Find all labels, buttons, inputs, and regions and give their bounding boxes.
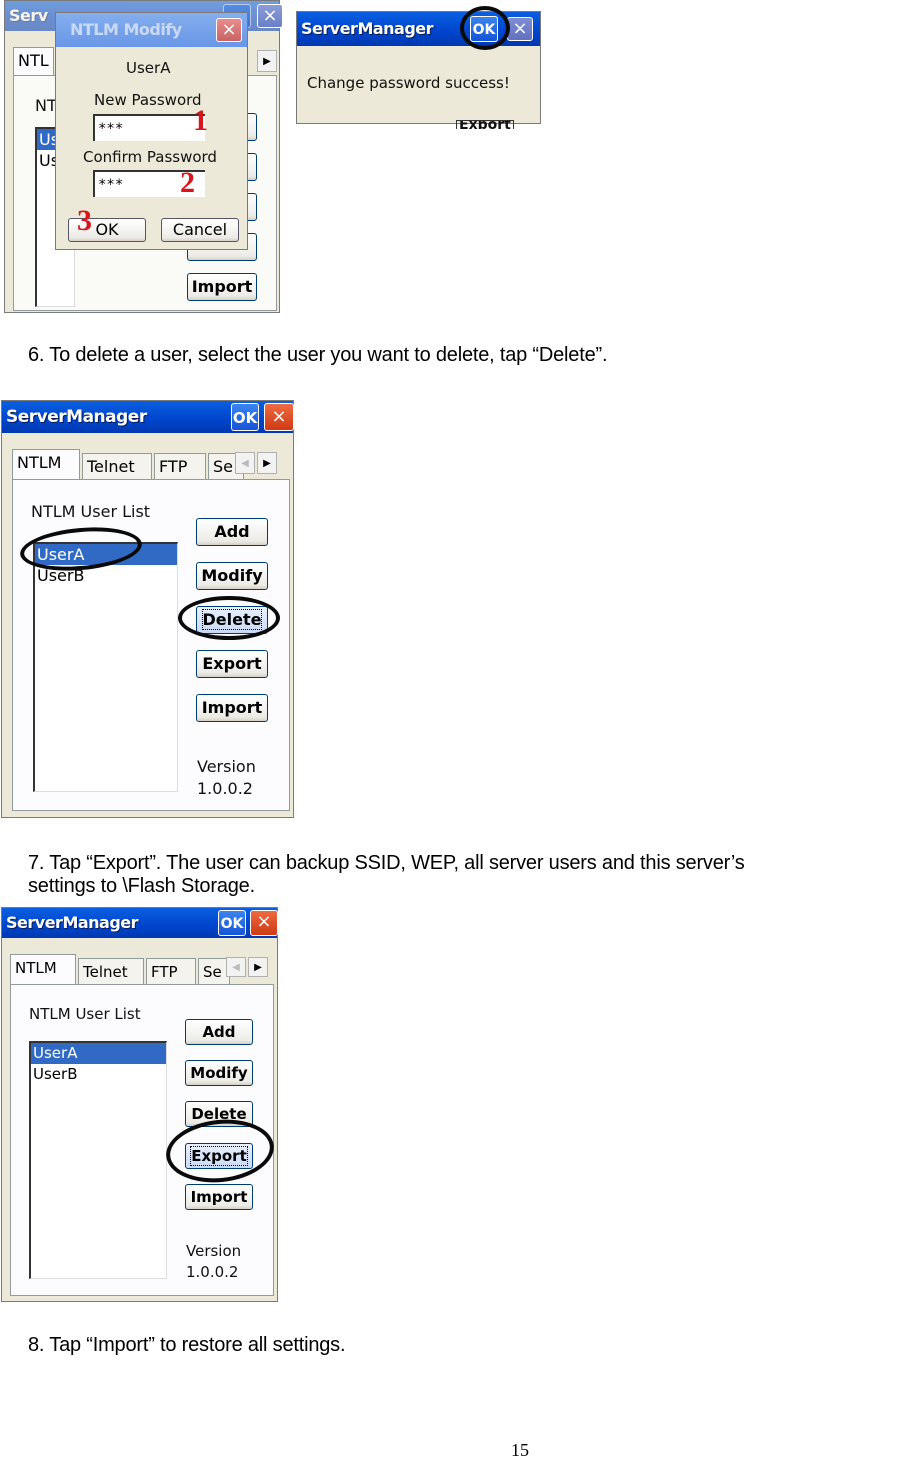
- server-manager-window-delete: ServerManager OK × NTLM Telnet FTP Se ◀ …: [1, 400, 294, 818]
- close-icon: ×: [271, 406, 287, 427]
- close-icon: ×: [221, 19, 237, 40]
- window-title: ServerManager: [6, 913, 139, 932]
- close-button[interactable]: ×: [257, 4, 283, 28]
- new-password-field[interactable]: [93, 114, 205, 141]
- tab-services-partial[interactable]: Se: [198, 958, 230, 984]
- tab-panel-ntlm: NTLM User List UserA UserB Add Modify De…: [12, 479, 290, 811]
- tab-ntlm[interactable]: NTLM: [12, 449, 80, 479]
- step-6-text: 6. To delete a user, select the user you…: [28, 344, 608, 366]
- list-item-userb[interactable]: UserB: [37, 566, 85, 585]
- close-icon: ×: [512, 18, 528, 39]
- tab-scroll-left-button[interactable]: ◀: [226, 957, 246, 977]
- export-button[interactable]: Export: [196, 650, 268, 678]
- ntlm-modify-dialog: NTLM Modify × UserA New Password Confirm…: [55, 12, 248, 250]
- delete-button[interactable]: Delete: [196, 606, 268, 634]
- message-box-title-bar: ServerManager: [297, 12, 540, 46]
- add-button[interactable]: Add: [185, 1019, 253, 1045]
- chevron-left-icon: ◀: [241, 458, 249, 469]
- ok-button[interactable]: OK: [68, 218, 146, 242]
- ok-button[interactable]: OK: [231, 403, 259, 431]
- version-label: Version: [197, 757, 256, 776]
- import-button[interactable]: Import: [185, 1184, 253, 1210]
- list-item-usera[interactable]: UserA: [35, 544, 177, 565]
- close-icon: ×: [262, 5, 278, 26]
- tab-ftp[interactable]: FTP: [154, 453, 206, 479]
- list-item[interactable]: Us: [39, 151, 60, 170]
- dialog-title: NTLM Modify: [70, 20, 182, 39]
- tab-ftp[interactable]: FTP: [146, 958, 196, 984]
- page-number: 15: [511, 1440, 529, 1460]
- tab-scroll-right-button[interactable]: ▶: [257, 452, 277, 474]
- chevron-left-icon: ◀: [232, 962, 240, 973]
- step-7-text-line1: 7. Tap “Export”. The user can backup SSI…: [28, 852, 745, 874]
- tab-telnet[interactable]: Telnet: [82, 453, 152, 479]
- message-box-ok-button[interactable]: OK: [470, 16, 498, 42]
- new-password-label: New Password: [94, 91, 202, 109]
- user-list-label: NTLM User List: [31, 502, 151, 521]
- step-marker-1: 1: [193, 104, 208, 137]
- list-label-partial: NT: [35, 96, 57, 115]
- modify-button[interactable]: Modify: [196, 562, 268, 590]
- message-box: ServerManager OK × Change password succe…: [296, 11, 541, 124]
- user-name-label: UserA: [126, 59, 171, 77]
- figure-change-password: Serv × NTL ▶ NT Us Us Import NTLM Modify…: [0, 0, 560, 315]
- chevron-right-icon: ▶: [254, 962, 262, 973]
- cancel-button[interactable]: Cancel: [161, 218, 239, 242]
- import-button[interactable]: Import: [187, 273, 257, 301]
- version-label: Version: [186, 1242, 242, 1260]
- user-list[interactable]: UserA UserB: [33, 542, 178, 792]
- message-text: Change password success!: [307, 74, 510, 92]
- tab-ntlm[interactable]: NTL: [13, 47, 54, 75]
- confirm-password-field[interactable]: [93, 170, 205, 197]
- delete-button[interactable]: Delete: [185, 1101, 253, 1127]
- modify-button[interactable]: Modify: [185, 1060, 253, 1086]
- tab-scroll-right-button[interactable]: ▶: [248, 957, 268, 977]
- chevron-right-icon: ▶: [263, 458, 271, 469]
- dialog-close-button[interactable]: ×: [216, 18, 242, 42]
- user-list[interactable]: UserA UserB: [29, 1041, 167, 1279]
- ok-button[interactable]: OK: [218, 910, 246, 936]
- confirm-password-label: Confirm Password: [83, 148, 217, 166]
- dialog-title-bar: NTLM Modify: [56, 13, 247, 47]
- tab-scroll-right-button[interactable]: ▶: [257, 50, 277, 72]
- list-item-userb[interactable]: UserB: [33, 1065, 78, 1083]
- export-button-partial: Export: [456, 120, 514, 129]
- tab-scroll-left-button[interactable]: ◀: [235, 452, 255, 474]
- message-box-title: ServerManager: [301, 19, 434, 38]
- window-title-partial: Serv: [9, 6, 48, 25]
- tab-ntlm[interactable]: NTLM: [10, 954, 76, 984]
- step-marker-3: 3: [77, 204, 92, 237]
- step-marker-2: 2: [180, 166, 195, 199]
- list-item-usera[interactable]: UserA: [31, 1043, 166, 1064]
- close-button[interactable]: ×: [264, 403, 294, 431]
- tab-panel-ntlm: NTLM User List UserA UserB Add Modify De…: [10, 984, 274, 1296]
- version-value: 1.0.0.2: [186, 1263, 239, 1281]
- window-title: ServerManager: [6, 407, 147, 427]
- import-button[interactable]: Import: [196, 694, 268, 722]
- close-button[interactable]: ×: [250, 910, 278, 936]
- version-value: 1.0.0.2: [197, 779, 253, 798]
- step-8-text: 8. Tap “Import” to restore all settings.: [28, 1334, 346, 1356]
- export-button[interactable]: Export: [185, 1143, 253, 1169]
- server-manager-window-export: ServerManager OK × NTLM Telnet FTP Se ◀ …: [1, 907, 278, 1302]
- tab-telnet[interactable]: Telnet: [78, 958, 144, 984]
- add-button[interactable]: Add: [196, 518, 268, 546]
- tab-label: NTL: [18, 51, 49, 70]
- user-list-label: NTLM User List: [29, 1005, 141, 1023]
- chevron-right-icon: ▶: [263, 56, 271, 67]
- close-icon: ×: [256, 911, 272, 932]
- message-box-close-button[interactable]: ×: [507, 17, 533, 41]
- step-7-text-line2: settings to \Flash Storage.: [28, 875, 255, 897]
